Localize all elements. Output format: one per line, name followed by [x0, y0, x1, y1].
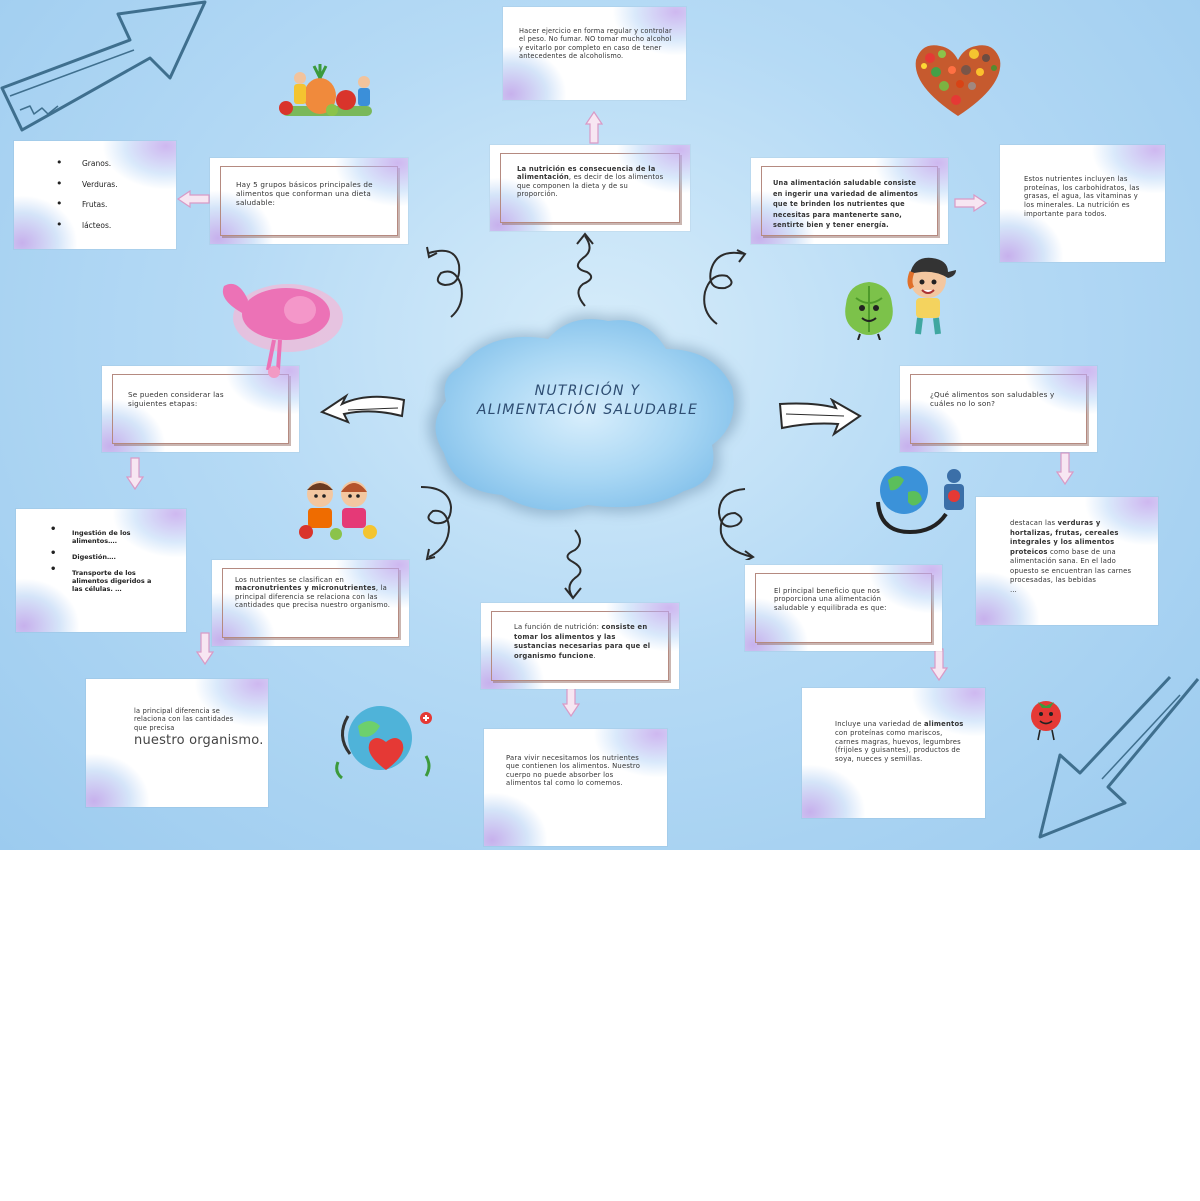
card-function: La función de nutrición: consiste en tom… [481, 603, 679, 689]
card-benefit: El principal beneficio que nos proporcio… [745, 565, 942, 651]
vegetables-bold: verduras y hortalizas, frutas, cereales … [1010, 519, 1119, 556]
vegetables-part-1: destacan las [1010, 519, 1058, 527]
exercise-text: Hacer ejercicio en forma regular y contr… [519, 27, 672, 61]
classify-bold: macronutrientes y micronutrientes [235, 584, 376, 593]
curly-arrow-top-icon [576, 232, 594, 307]
curly-arrow-bottom-icon [564, 529, 582, 600]
pink-arrow-up-icon [585, 110, 603, 144]
vegetables-part-2: como base de una alimentación sana. En e… [1010, 547, 1132, 585]
card-frame [112, 374, 289, 444]
function-part-2: . [593, 651, 596, 660]
nutrition-definition-text: La nutrición es consecuencia de la alime… [517, 165, 669, 199]
variety-part-2: con proteínas como mariscos, carnes magr… [835, 728, 961, 764]
card-groups-list: Granos. Verduras. Frutas. lácteos. [14, 141, 176, 249]
card-difference: la principal diferencia se relaciona con… [86, 679, 268, 807]
vegetables-tail: … [1010, 585, 1017, 594]
stages-list: Ingestión de los alimentos…. Digestión….… [50, 526, 160, 601]
title-line-1: NUTRICIÓN Y [534, 383, 641, 399]
card-variety: Incluye una variedad de alimentos con pr… [802, 688, 985, 818]
absorb-text: Para vivir necesitamos los nutrientes qu… [506, 754, 641, 788]
list-item: Frutas. [56, 197, 118, 221]
function-bold: consiste en tomar los alimentos y las su… [514, 623, 651, 660]
vegetable-heart-icon [915, 45, 1001, 116]
central-cloud-icon [428, 314, 741, 516]
pink-arrow-left-icon [176, 190, 210, 208]
curly-arrow-bottom-right-icon [717, 488, 755, 560]
groups-intro-text: Hay 5 grupos básicos principales de alim… [236, 180, 373, 207]
title-line-2: ALIMENTACIÓN SALUDABLE [476, 402, 699, 418]
function-text: La función de nutrición: consiste en tom… [514, 623, 654, 661]
swoosh-arrow-right-icon [778, 398, 862, 437]
nutrition-definition-rest: , es decir de los alimentos que componen… [517, 173, 664, 199]
list-item: Transporte de los alimentos digeridos a … [50, 566, 160, 593]
pink-arrow-down-right-icon [1056, 452, 1074, 486]
earth-heart-icon [335, 706, 432, 780]
groups-list: Granos. Verduras. Frutas. lácteos. [56, 156, 118, 242]
pink-arrow-down-classify-icon [196, 632, 214, 666]
boy-cap-icon [907, 257, 956, 335]
globe-stethoscope-icon [876, 466, 964, 535]
card-vegetables: destacan las verduras y hortalizas, frut… [976, 497, 1158, 625]
list-item: Granos. [56, 156, 118, 180]
lettuce-character-icon [845, 282, 893, 340]
map-title: NUTRICIÓN Y ALIMENTACIÓN SALUDABLE [445, 382, 730, 420]
healthy-definition-text: Una alimentación saludable consiste en i… [773, 179, 919, 229]
list-item: Ingestión de los alimentos…. [50, 526, 160, 545]
pink-arrow-right-icon [954, 194, 988, 212]
classify-text: Los nutrientes se clasifican en macronut… [235, 576, 395, 610]
card-frame [910, 374, 1087, 444]
curly-arrow-top-right-icon [703, 249, 747, 325]
question-text: ¿Qué alimentos son saludables y cuáles n… [930, 390, 1055, 408]
variety-part-1: Incluye una variedad de [835, 720, 925, 728]
variety-bold: alimentos [924, 720, 964, 728]
list-item: Verduras. [56, 177, 118, 201]
mind-map-board: NUTRICIÓN Y ALIMENTACIÓN SALUDABLE [0, 0, 1200, 850]
tomato-character-icon [1031, 701, 1061, 741]
card-question: ¿Qué alimentos son saludables y cuáles n… [900, 366, 1097, 452]
benefit-text: El principal beneficio que nos proporcio… [774, 587, 887, 612]
piggy-bank-icon [222, 283, 343, 378]
kids-food-icon [299, 481, 377, 540]
card-stages-list: Ingestión de los alimentos…. Digestión….… [16, 509, 186, 632]
function-part-1: La función de nutrición: [514, 623, 602, 631]
card-absorb: Para vivir necesitamos los nutrientes qu… [484, 729, 667, 846]
card-nutrition-definition: La nutrición es consecuencia de la alime… [490, 145, 690, 231]
classify-part-1: Los nutrientes se clasifican en [235, 576, 344, 584]
curly-arrow-top-left-icon [426, 246, 463, 318]
card-groups-intro: Hay 5 grupos básicos principales de alim… [210, 158, 408, 244]
card-healthy-definition: Una alimentación saludable consiste en i… [751, 158, 948, 244]
nutrition-definition-bold: La nutrición es consecuencia de la alime… [517, 165, 656, 182]
children-vegetables-icon [279, 64, 372, 116]
nutrients-include-text: Estos nutrientes incluyen las proteínas,… [1024, 175, 1140, 218]
difference-big-text: nuestro organismo. [134, 733, 264, 748]
swoosh-arrow-left-icon [319, 393, 406, 424]
card-classify: Los nutrientes se clasifican en macronut… [212, 560, 409, 646]
vegetables-text: destacan las verduras y hortalizas, frut… [1010, 519, 1142, 595]
card-exercise: Hacer ejercicio en forma regular y contr… [503, 7, 686, 100]
big-arrow-top-left-icon [0, 0, 207, 132]
difference-small-text: la principal diferencia se relaciona con… [134, 707, 234, 732]
pink-arrow-down-function-icon [562, 684, 580, 718]
list-item: Digestión…. [50, 550, 160, 561]
list-item: lácteos. [56, 218, 118, 242]
variety-text: Incluye una variedad de alimentos con pr… [835, 720, 965, 764]
pink-arrow-down-left-icon [126, 457, 144, 491]
big-arrow-bottom-right-icon [1038, 675, 1200, 839]
curly-arrow-bottom-left-icon [420, 486, 453, 561]
stages-intro-text: Se pueden considerar las siguientes etap… [128, 390, 224, 408]
classify-part-2: , la principal diferencia se relaciona c… [235, 584, 391, 610]
card-nutrients-include: Estos nutrientes incluyen las proteínas,… [1000, 145, 1165, 262]
card-stages-intro: Se pueden considerar las siguientes etap… [102, 366, 299, 452]
pink-arrow-down-benefit-icon [930, 648, 948, 682]
